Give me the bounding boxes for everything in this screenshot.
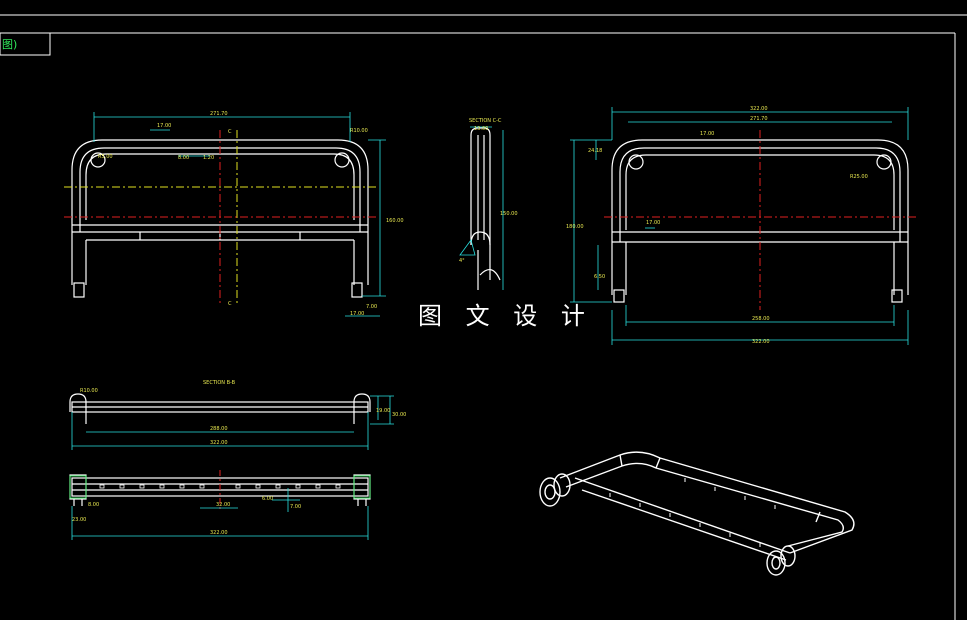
isometric-caster-right: [766, 545, 796, 576]
section-mark-bottom: C: [228, 301, 232, 307]
bottom-center-dim: 32.00: [216, 502, 230, 508]
dim-radius-right-view: R25.00: [850, 174, 868, 180]
bottom-left-dim: 8.00: [88, 502, 99, 508]
section-bb-height-a: 19.00: [376, 408, 390, 414]
dim-height: 160.00: [386, 218, 404, 224]
section-mark-top: C: [228, 129, 232, 135]
bottom-right-dim-b: 7.00: [290, 504, 301, 510]
section-cc-top-dim: 13.00: [474, 126, 488, 132]
dim-bottom: 258.00: [752, 316, 770, 322]
section-bb-inner-dim: 288.00: [210, 426, 228, 432]
isometric-rivets: [609, 478, 776, 547]
bottom-right-dim: 6.00: [262, 496, 273, 502]
section-bb-height-b: 30.00: [392, 412, 406, 418]
bottom-left-dim-b: 23.00: [72, 517, 86, 523]
isometric-caster-left: [539, 473, 571, 507]
dim-overall: 322.00: [750, 106, 768, 112]
dim-small: 1.20: [203, 155, 214, 161]
section-bb-title: SECTION B-B: [203, 380, 236, 386]
dim-top: 271.70: [210, 111, 228, 117]
bottom-view: 8.00 23.00 32.00 6.00 7.00 322.00: [69, 470, 371, 540]
dim-foot-b: 7.00: [366, 304, 377, 310]
front-view-right: 322.00 271.70 17.00 24.18 180.00 17.00 6…: [566, 106, 916, 345]
dim-mid-right: 17.00: [646, 220, 660, 226]
dim-lower-right: 6.50: [594, 274, 605, 280]
section-cc-title: SECTION C-C: [469, 118, 502, 124]
dim-segment-right: 17.00: [700, 131, 714, 137]
dim-left-right: 24.18: [588, 148, 602, 154]
dim-radius-right: R10.00: [350, 128, 368, 134]
front-view-left: 271.70 17.00 8.00 1.20 R5.00 R10.00 160.…: [64, 111, 404, 317]
dim-segment: 17.00: [157, 123, 171, 129]
dim-gap: 8.00: [178, 155, 189, 161]
isometric-view: [539, 451, 855, 576]
section-bb-overall-dim: 322.00: [210, 440, 228, 446]
dim-radius-left: R5.00: [98, 154, 113, 160]
section-b-b-view: SECTION B-B 288.00 322.00 19.00 30.00 R1…: [69, 380, 406, 450]
sheet-frame: [0, 14, 967, 620]
dim-inner: 271.70: [750, 116, 768, 122]
section-cc-height-dim: 150.00: [500, 211, 518, 217]
bottom-overall-dim: 322.00: [210, 530, 228, 536]
section-bb-radius: R10.00: [80, 388, 98, 394]
bottom-view-holes: [99, 484, 341, 489]
dim-foot-a: 17.00: [350, 311, 364, 317]
title-block-tag: 图): [2, 38, 18, 51]
section-cc-angle-dim: 4°: [459, 258, 465, 264]
dim-bottom-overall: 322.00: [752, 339, 770, 345]
dim-height-right: 180.00: [566, 224, 584, 230]
watermark-text: 图 文 设 计: [418, 302, 593, 330]
section-c-c-view: SECTION C-C 13.00 150.00 4°: [459, 118, 518, 290]
